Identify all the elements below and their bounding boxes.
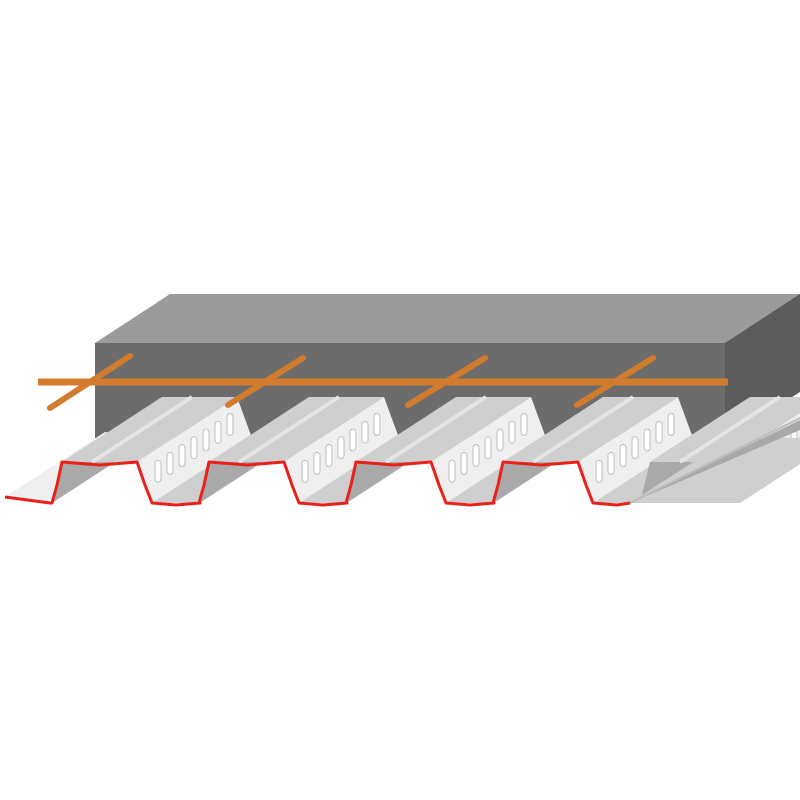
deck-embossment: [325, 444, 333, 468]
deck-rib-top: [62, 397, 237, 462]
deck-embossment: [448, 459, 456, 483]
deck-embossment: [214, 420, 222, 444]
deck-embossment: [373, 412, 381, 436]
deck-embossment: [607, 451, 615, 475]
rebar-transverse: [225, 355, 306, 408]
deck-embossment: [655, 420, 663, 444]
deck-embossment: [337, 436, 345, 460]
concrete-top-face: [95, 294, 800, 343]
deck-embossment: [667, 412, 675, 436]
deck-embossment: [472, 444, 480, 468]
deck-rib-stiffener: [531, 395, 635, 464]
deck-embossment: [361, 420, 369, 444]
deck-embossment: [484, 436, 492, 460]
deck-embossment: [520, 412, 528, 436]
deck-embossment: [460, 451, 468, 475]
deck-embossment: [643, 428, 651, 452]
deck-rib-stiffener: [237, 395, 341, 464]
deck-edge-line: [629, 417, 800, 504]
deck-embossment: [313, 451, 321, 475]
deck-embossment: [178, 444, 186, 468]
rebar-mesh: [38, 353, 728, 411]
deck-rib-top: [356, 397, 531, 462]
steel-deck: [5, 395, 800, 504]
deck-embossment: [631, 436, 639, 460]
deck-rib-stiffener: [384, 395, 488, 464]
deck-embossment: [496, 428, 504, 452]
deck-embossment: [301, 459, 309, 483]
deck-rib-top: [209, 397, 384, 462]
deck-embossment: [154, 459, 162, 483]
rebar-transverse: [405, 355, 488, 408]
deck-profile-edge: [4, 460, 631, 507]
deck-rib-top: [650, 397, 800, 462]
deck-pan: [630, 438, 800, 503]
deck-embossment: [190, 436, 198, 460]
deck-rib-stiffener: [90, 395, 194, 464]
deck-embossment: [349, 428, 357, 452]
deck-embossment: [202, 428, 210, 452]
deck-embossment: [166, 451, 174, 475]
deck-embossment: [619, 444, 627, 468]
deck-rib-top: [503, 397, 678, 462]
deck-embossment: [595, 459, 603, 483]
deck-embossment: [508, 420, 516, 444]
rebar-transverse: [574, 355, 656, 408]
deck-embossment: [226, 412, 234, 436]
concrete-front-face: [95, 343, 725, 438]
deck-rib-stiffener: [678, 395, 782, 464]
rebar-transverse: [47, 353, 133, 411]
